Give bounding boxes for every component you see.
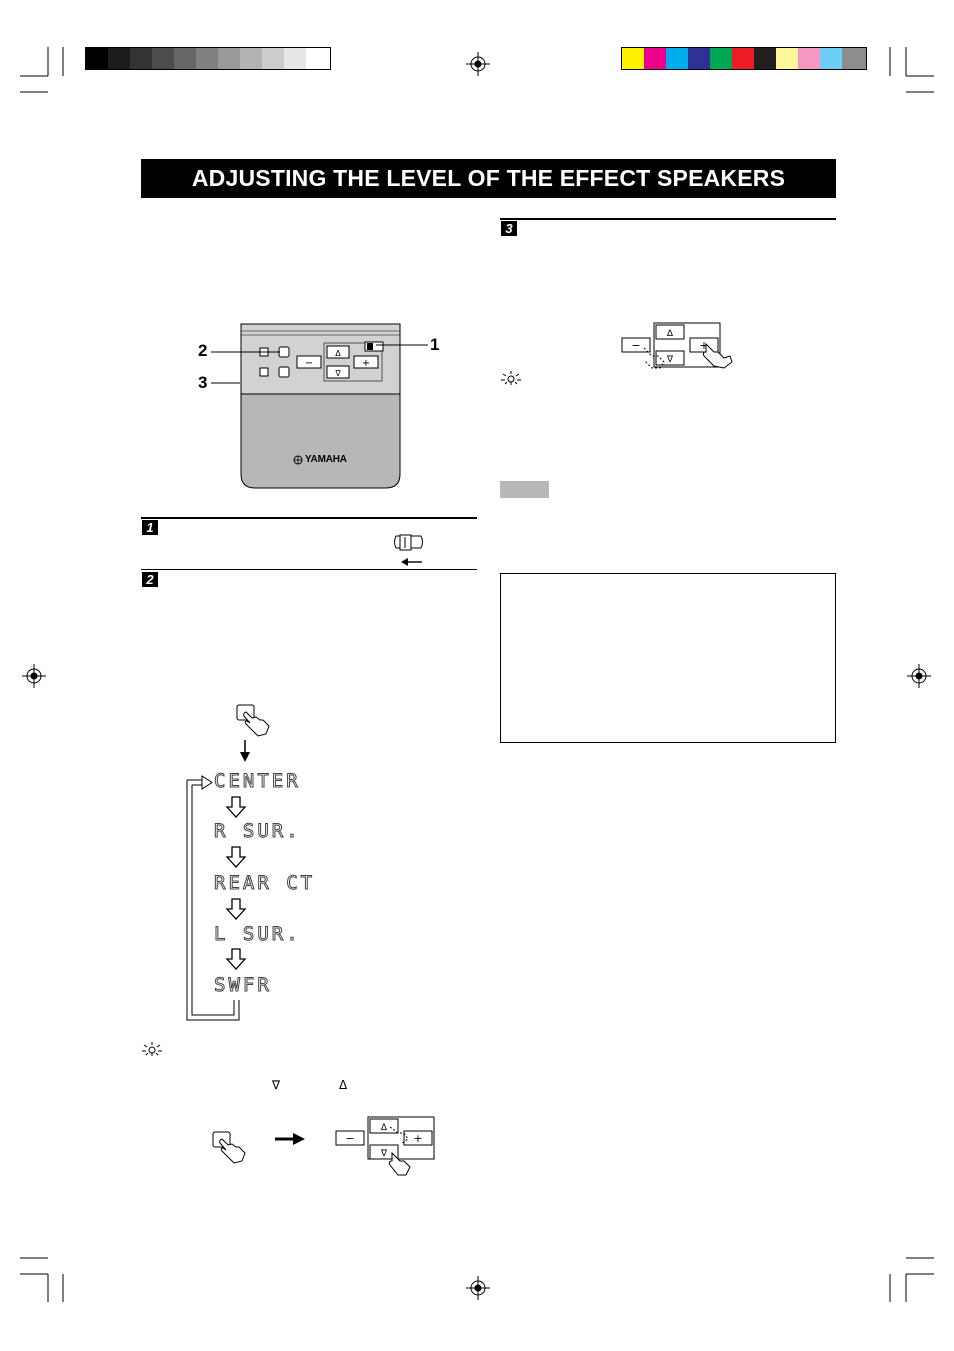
gray-swatch: [262, 48, 284, 69]
page-title: ADJUSTING THE LEVEL OF THE EFFECT SPEAKE…: [141, 159, 836, 198]
slide-switch-icon: [394, 534, 423, 551]
step-number-badge: 3: [501, 221, 517, 236]
registration-mark-icon: [466, 52, 490, 76]
grayscale-bar: [85, 47, 331, 70]
hollow-arrow-down-icon: [225, 898, 247, 920]
gray-swatch: [174, 48, 196, 69]
callout-label: 1: [430, 335, 440, 354]
svg-text:−: −: [305, 358, 313, 369]
svg-text:∇: ∇: [380, 1149, 388, 1159]
arrow-down-icon: [240, 740, 250, 762]
color-swatch: [688, 48, 710, 69]
display-item: CENTER: [214, 770, 301, 793]
gray-swatch: [284, 48, 306, 69]
callout-label: 3: [198, 373, 208, 392]
remote-control-illustration: − Δ ∇ +: [240, 323, 401, 489]
color-swatch: [842, 48, 866, 69]
step-rule: [500, 218, 836, 220]
pointing-hand-icon: [212, 1131, 246, 1164]
svg-text:Δ: Δ: [335, 349, 341, 358]
svg-text:−: −: [631, 339, 640, 352]
arrow-left-icon: [401, 558, 422, 566]
gray-swatch: [152, 48, 174, 69]
svg-text:−: −: [345, 1132, 354, 1145]
info-box: [500, 573, 836, 743]
color-swatch: [644, 48, 666, 69]
svg-text:+: +: [362, 358, 370, 369]
color-swatch: [622, 48, 644, 69]
level-buttons-illustration: − Δ + ∇: [621, 322, 733, 369]
display-item: R SUR.: [214, 820, 301, 843]
gray-swatch: [306, 48, 330, 69]
display-item: L SUR.: [214, 923, 301, 946]
level-buttons-illustration: − Δ + ∇: [335, 1116, 435, 1176]
callout-label: 2: [198, 341, 208, 360]
pointing-hand-icon: [236, 704, 270, 737]
color-swatch: [754, 48, 776, 69]
gray-swatch: [218, 48, 240, 69]
sequence-loop-arrow: [186, 775, 240, 1021]
registration-mark-icon: [907, 664, 931, 688]
color-swatch: [732, 48, 754, 69]
step-rule: [141, 569, 477, 570]
notes-tag: [500, 481, 549, 498]
svg-text:Δ: Δ: [667, 329, 674, 339]
color-bar: [621, 47, 867, 70]
hollow-arrow-down-icon: [225, 846, 247, 868]
color-swatch: [776, 48, 798, 69]
up-triangle-glyph: Δ: [339, 1078, 348, 1092]
display-item: REAR CT: [213, 872, 316, 895]
color-swatch: [666, 48, 688, 69]
gray-swatch: [130, 48, 152, 69]
tip-icon: [501, 371, 521, 385]
step-rule: [141, 517, 477, 519]
hollow-arrow-down-icon: [225, 796, 247, 818]
gray-swatch: [240, 48, 262, 69]
hollow-arrow-down-icon: [225, 948, 247, 970]
brand-logo: YAMAHA: [305, 454, 347, 465]
display-item: SWFR: [214, 974, 272, 997]
gray-swatch: [196, 48, 218, 69]
arrow-right-icon: [275, 1133, 305, 1145]
svg-text:+: +: [699, 339, 708, 352]
color-swatch: [710, 48, 732, 69]
step-number-badge: 2: [142, 572, 158, 587]
gray-swatch: [108, 48, 130, 69]
svg-text:+: +: [413, 1132, 422, 1145]
step-number-badge: 1: [142, 520, 158, 535]
svg-text:∇: ∇: [666, 355, 674, 365]
gray-swatch: [86, 48, 108, 69]
color-swatch: [798, 48, 820, 69]
color-swatch: [820, 48, 842, 69]
registration-mark-icon: [22, 664, 46, 688]
down-triangle-glyph: ∇: [272, 1078, 281, 1092]
svg-text:∇: ∇: [334, 369, 341, 378]
svg-text:Δ: Δ: [381, 1123, 388, 1133]
tip-icon: [142, 1042, 162, 1056]
registration-mark-icon: [466, 1276, 490, 1300]
